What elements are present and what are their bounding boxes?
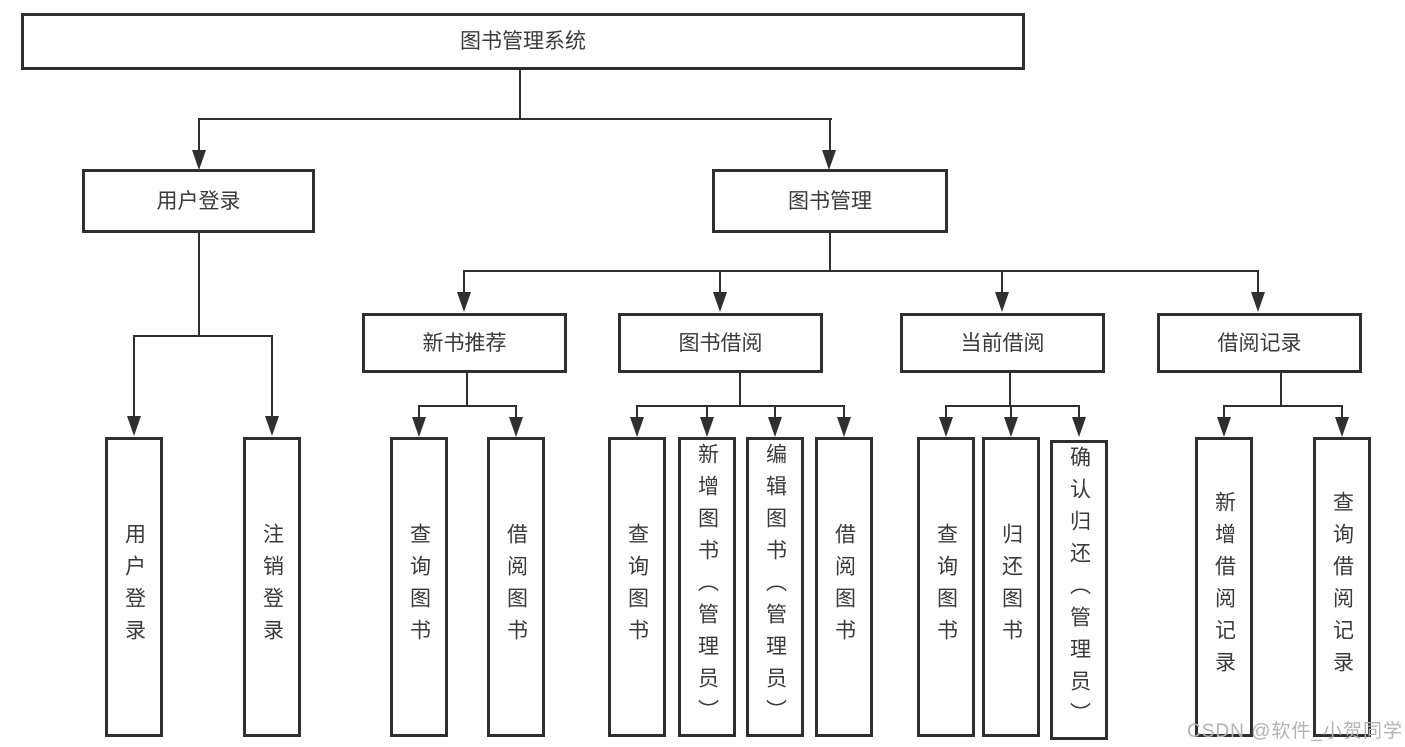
connector-drop-recd-add — [1223, 405, 1225, 418]
connector-drop-borrow — [719, 270, 721, 293]
connector-drop-bor-edit — [774, 405, 776, 418]
node-book-borrow-label: 图书借阅 — [678, 331, 763, 355]
arrowhead-books — [822, 150, 836, 170]
connector-current-bar — [945, 405, 1080, 407]
arrowhead-user — [192, 150, 206, 170]
connector-books-bar — [463, 270, 1259, 272]
node-user-login-label: 用户登录 — [156, 189, 241, 213]
leaf-borrow-add-books-admin-label: 新增图书（管理员） — [695, 443, 719, 731]
arrowhead-bor-borrow — [837, 417, 851, 437]
leaf-borrow-borrow-books-label: 借阅图书 — [832, 523, 856, 651]
connector-drop-books — [829, 118, 831, 152]
connector-drop-user — [198, 118, 200, 152]
leaf-recommend-query-books: 查询图书 — [390, 437, 448, 737]
connector-drop-recd-query — [1341, 405, 1343, 418]
leaf-user-login-label: 用户登录 — [122, 523, 146, 651]
leaf-borrow-edit-books-admin: 编辑图书（管理员） — [746, 437, 804, 737]
leaf-recommend-borrow-books: 借阅图书 — [487, 437, 545, 737]
leaf-borrow-query-books-label: 查询图书 — [625, 523, 649, 651]
connector-user-stem — [198, 233, 200, 335]
leaf-logout: 注销登录 — [243, 437, 301, 737]
connector-drop-records — [1257, 270, 1259, 293]
leaf-user-login: 用户登录 — [105, 437, 163, 737]
connector-user-bar — [133, 335, 273, 337]
node-new-book-recommend-label: 新书推荐 — [422, 331, 507, 355]
node-root: 图书管理系统 — [21, 13, 1025, 70]
arrowhead-cur-query — [939, 417, 953, 437]
node-book-borrow: 图书借阅 — [618, 313, 823, 373]
arrowhead-rec-query — [412, 417, 426, 437]
arrowhead-recommend — [457, 292, 471, 312]
leaf-current-return-books: 归还图书 — [982, 437, 1040, 737]
leaf-current-query-books: 查询图书 — [917, 437, 975, 737]
connector-recommend-bar — [418, 405, 517, 407]
leaf-borrow-borrow-books: 借阅图书 — [815, 437, 873, 737]
arrowhead-cur-return — [1004, 417, 1018, 437]
connector-drop-bor-query — [636, 405, 638, 418]
connector-drop-recommend — [463, 270, 465, 293]
arrowhead-bor-add — [700, 417, 714, 437]
connector-drop-leaf-logout — [271, 335, 273, 417]
connector-borrow-stem — [739, 373, 741, 405]
connector-root-stem — [519, 70, 521, 118]
connector-drop-cur-query — [945, 405, 947, 418]
leaf-borrow-add-books-admin: 新增图书（管理员） — [678, 437, 736, 737]
csdn-watermark: CSDN @软件_小贺同学 — [1187, 721, 1403, 742]
connector-drop-bor-add — [706, 405, 708, 418]
arrowhead-bor-edit — [768, 417, 782, 437]
connector-books-stem — [829, 233, 831, 270]
leaf-borrow-query-books: 查询图书 — [608, 437, 666, 737]
arrowhead-recd-query — [1335, 417, 1349, 437]
leaf-records-add-record: 新增借阅记录 — [1195, 437, 1253, 737]
leaf-current-confirm-return-admin-label: 确认归还（管理员） — [1067, 446, 1091, 734]
node-book-management: 图书管理 — [712, 169, 948, 233]
arrowhead-rec-borrow — [509, 417, 523, 437]
leaf-current-confirm-return-admin: 确认归还（管理员） — [1050, 440, 1108, 740]
leaf-records-query-record: 查询借阅记录 — [1313, 437, 1371, 737]
connector-records-bar — [1223, 405, 1343, 407]
connector-drop-bor-borrow — [843, 405, 845, 418]
node-book-management-label: 图书管理 — [788, 189, 872, 213]
leaf-current-return-books-label: 归还图书 — [999, 523, 1023, 651]
connector-root-bar — [198, 118, 832, 120]
node-borrow-records: 借阅记录 — [1157, 313, 1362, 373]
node-borrow-records-label: 借阅记录 — [1217, 331, 1302, 355]
node-current-borrow-label: 当前借阅 — [960, 331, 1045, 355]
connector-recommend-stem — [466, 373, 468, 405]
leaf-recommend-borrow-books-label: 借阅图书 — [504, 523, 528, 651]
leaf-recommend-query-books-label: 查询图书 — [407, 523, 431, 651]
leaf-records-add-record-label: 新增借阅记录 — [1212, 491, 1236, 683]
arrowhead-records — [1251, 292, 1265, 312]
leaf-records-query-record-label: 查询借阅记录 — [1330, 491, 1354, 683]
connector-borrow-bar — [636, 405, 845, 407]
arrowhead-cur-confirm — [1072, 417, 1086, 437]
node-root-label: 图书管理系统 — [460, 30, 586, 53]
connector-drop-rec-borrow — [515, 405, 517, 418]
arrowhead-borrow — [713, 292, 727, 312]
arrowhead-leaf-logout — [265, 416, 279, 436]
leaf-logout-label: 注销登录 — [260, 523, 284, 651]
arrowhead-recd-add — [1217, 417, 1231, 437]
node-new-book-recommend: 新书推荐 — [362, 313, 567, 373]
arrowhead-leaf-login — [127, 416, 141, 436]
node-current-borrow: 当前借阅 — [900, 313, 1105, 373]
connector-drop-cur-return — [1010, 405, 1012, 418]
connector-current-stem — [1009, 373, 1011, 405]
connector-drop-leaf-login — [133, 335, 135, 417]
connector-drop-cur-confirm — [1078, 405, 1080, 418]
connector-records-stem — [1280, 373, 1282, 405]
arrowhead-current — [995, 292, 1009, 312]
arrowhead-bor-query — [630, 417, 644, 437]
connector-drop-current — [1001, 270, 1003, 293]
connector-drop-rec-query — [418, 405, 420, 418]
node-user-login: 用户登录 — [82, 169, 315, 233]
leaf-borrow-edit-books-admin-label: 编辑图书（管理员） — [763, 443, 787, 731]
leaf-current-query-books-label: 查询图书 — [934, 523, 958, 651]
